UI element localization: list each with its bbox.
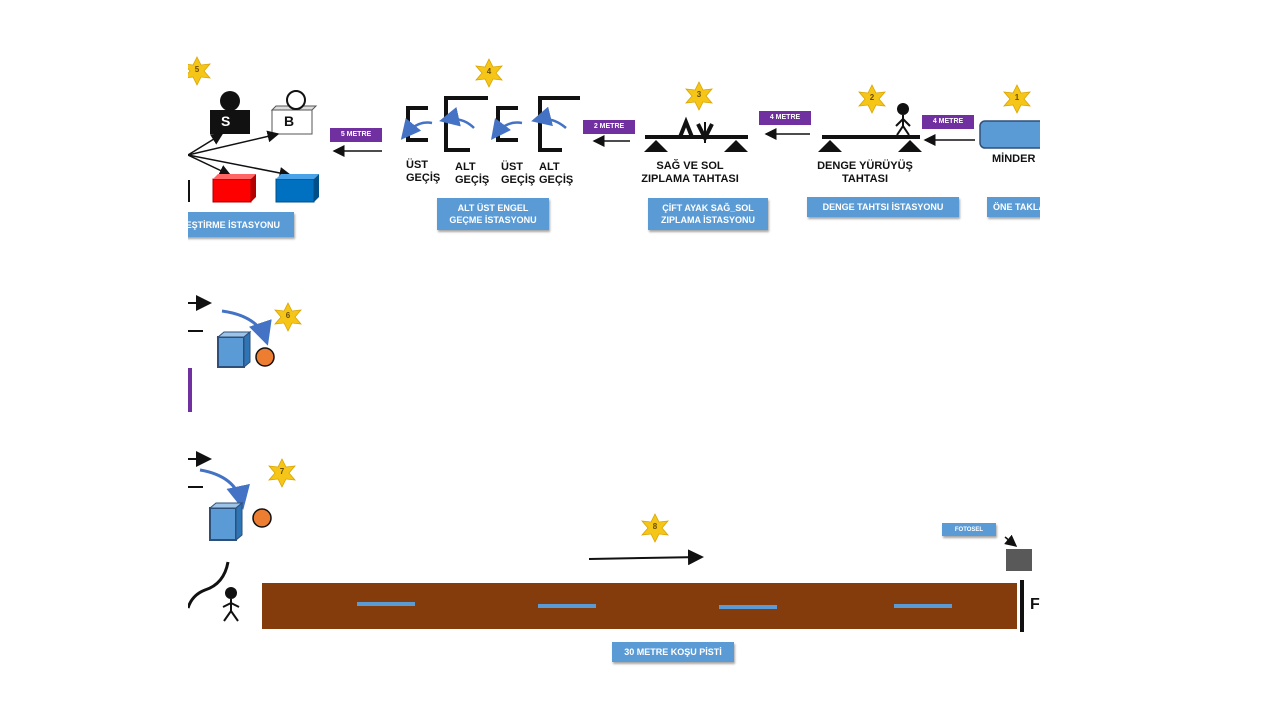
- diagram-area: 1 2 3 4 5 6 7 8 4 METRE 4 METRE 2 METRE …: [188, 0, 1040, 720]
- hurdle-label-2: ALT GEÇİŞ: [455, 161, 490, 186]
- station-1-label: ÖNE TAKLA: [987, 197, 1040, 217]
- hurdle-label-3: ÜST GEÇİŞ: [501, 161, 536, 186]
- star-number-4: 4: [486, 67, 492, 76]
- diagram-drawing: [188, 90, 1040, 632]
- star-number-8: 8: [652, 522, 658, 531]
- station-3-label: ÇİFT AYAK SAĞ_SOL ZIPLAMA İSTASYONU: [648, 198, 768, 230]
- throwing-station-6: [188, 295, 275, 412]
- balance-beam: [818, 103, 922, 152]
- star-badge-4: 4: [474, 58, 504, 88]
- station-4-label: ALT ÜST ENGEL GEÇME İSTASYONU: [437, 198, 549, 230]
- distance-tag-3: 2 METRE: [583, 120, 635, 134]
- mat-label: MİNDER: [992, 153, 1036, 165]
- hurdle-label-4: ALT GEÇİŞ: [539, 161, 574, 186]
- balance-beam-label: DENGE YÜRÜYÜŞ TAHTASI: [817, 160, 913, 185]
- distance-tag-1: 4 METRE: [922, 115, 974, 129]
- running-track: [188, 534, 1032, 632]
- star-number-1: 1: [1014, 93, 1020, 102]
- box-s-letter: S: [221, 113, 231, 129]
- hurdle-label-1: ÜST GEÇİŞ: [406, 159, 441, 184]
- box-b-letter: B: [284, 113, 295, 129]
- fotosel-label: FOTOSEL: [942, 523, 996, 536]
- station-5-label: EŞLEŞTİRME İSTASYONU: [188, 212, 294, 237]
- throwing-station-7: [188, 451, 272, 542]
- star-number-7: 7: [279, 467, 285, 476]
- hurdles: [406, 96, 580, 152]
- star-badge-5: 5: [188, 56, 212, 86]
- matching-station: [188, 90, 319, 203]
- star-number-2: 2: [869, 93, 875, 102]
- hurdle-flow-arrows: [400, 106, 567, 140]
- jump-board: [644, 116, 748, 152]
- track-end-letter: F: [1030, 596, 1040, 613]
- star-badge-3: 3: [684, 81, 714, 111]
- star-badge-8: 8: [640, 513, 670, 543]
- star-number-3: 3: [696, 90, 702, 99]
- station-2-label: DENGE TAHTSI İSTASYONU: [807, 197, 959, 217]
- star-badge-6: 6: [273, 302, 303, 332]
- star-badge-7: 7: [267, 458, 297, 488]
- distance-tag-2: 4 METRE: [759, 111, 811, 125]
- jump-board-label: SAĞ VE SOL ZIPLAMA TAHTASI: [641, 160, 739, 185]
- star-number-6: 6: [285, 311, 291, 320]
- station-8-label: 30 METRE KOŞU PİSTİ: [612, 642, 734, 662]
- star-badge-1: 1: [1002, 84, 1032, 114]
- star-badge-2: 2: [857, 84, 887, 114]
- mat: [979, 120, 1040, 149]
- distance-tag-4: 5 METRE: [330, 128, 382, 142]
- star-number-5: 5: [194, 65, 200, 74]
